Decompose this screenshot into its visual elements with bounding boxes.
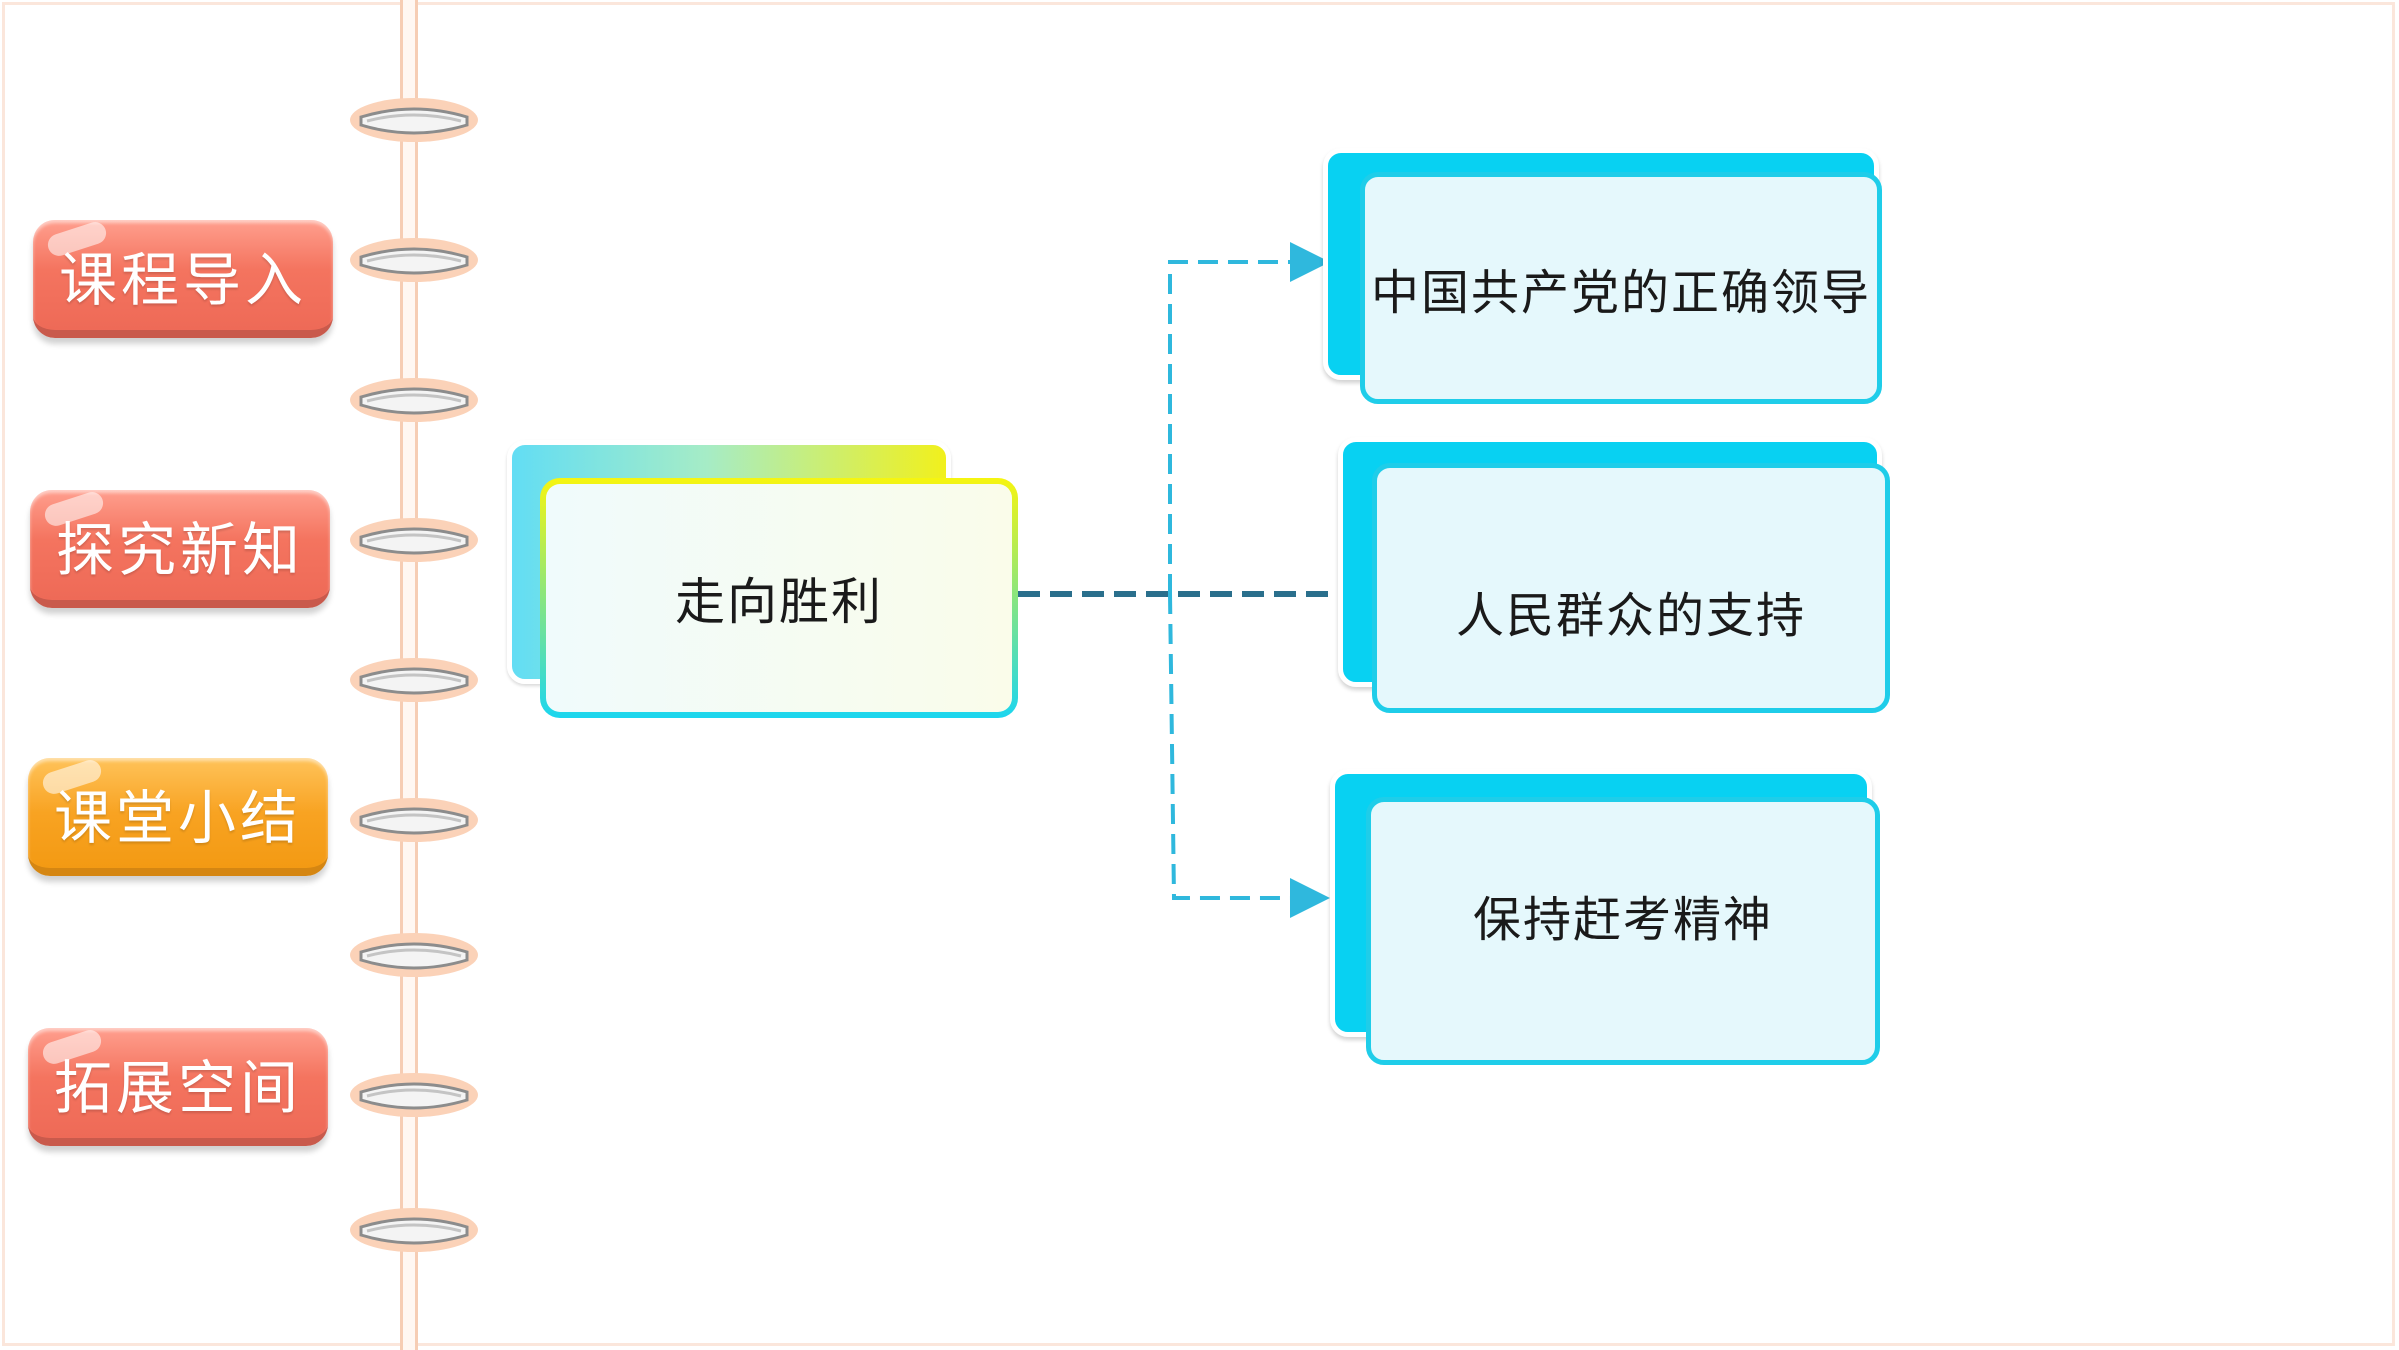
binder-ring-icon bbox=[347, 235, 481, 285]
branch-node-label: 保持赶考精神 bbox=[1472, 892, 1773, 948]
binder-ring-icon bbox=[347, 95, 481, 145]
branch-node-people-support: 人民群众的支持 bbox=[1372, 463, 1890, 713]
branch-node-party-leadership: 中国共产党的正确领导 bbox=[1360, 172, 1882, 404]
nav-button-label: 探究新知 bbox=[55, 516, 304, 584]
binder-ring-icon bbox=[347, 655, 481, 705]
nav-button-label: 拓展空间 bbox=[53, 1054, 302, 1122]
binder-ring-icon bbox=[347, 1070, 481, 1120]
binder-ring-icon bbox=[347, 795, 481, 845]
nav-button-extension[interactable]: 拓展空间 bbox=[28, 1027, 328, 1146]
nav-button-label: 课程导入 bbox=[58, 246, 307, 314]
nav-button-class-summary[interactable]: 课堂小结 bbox=[28, 757, 328, 876]
binder-ring-icon bbox=[347, 375, 481, 425]
binder-ring-icon bbox=[347, 515, 481, 565]
branch-node-label: 人民群众的支持 bbox=[1455, 588, 1806, 644]
center-node: 走向胜利 bbox=[540, 478, 1018, 718]
branch-node-label: 中国共产党的正确领导 bbox=[1370, 265, 1871, 321]
connector-branch-1 bbox=[1168, 242, 1330, 594]
center-node-label: 走向胜利 bbox=[675, 573, 883, 631]
nav-button-course-intro[interactable]: 课程导入 bbox=[33, 219, 333, 338]
binder-ring-icon bbox=[347, 930, 481, 980]
connector-branch-3 bbox=[1168, 593, 1330, 918]
nav-button-explore-new[interactable]: 探究新知 bbox=[30, 489, 330, 608]
binder-ring-icon bbox=[347, 1205, 481, 1255]
branch-node-exam-spirit: 保持赶考精神 bbox=[1366, 797, 1880, 1065]
nav-button-label: 课堂小结 bbox=[53, 784, 302, 852]
